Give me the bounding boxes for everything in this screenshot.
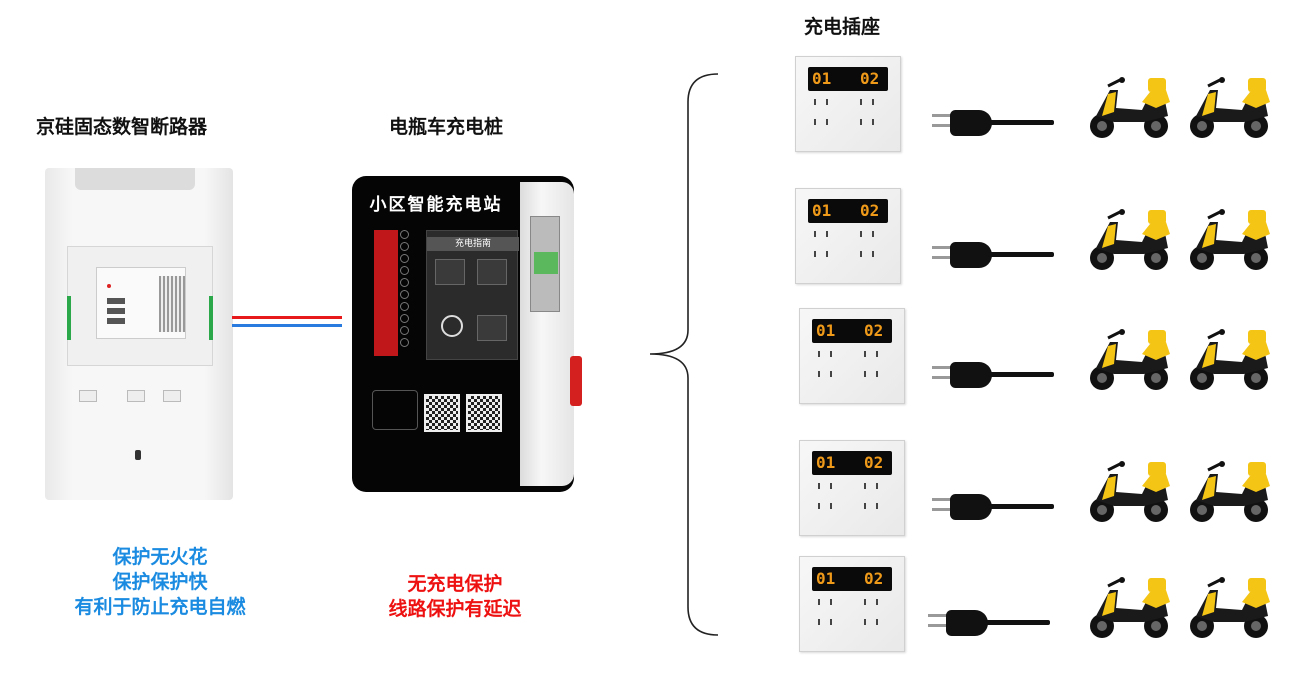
electric-scooter-icon bbox=[1186, 324, 1272, 394]
socket-label-01: 01 bbox=[812, 201, 832, 220]
electric-scooter-icon bbox=[1186, 204, 1272, 274]
power-plug-icon bbox=[924, 602, 1054, 642]
electric-scooter-icon bbox=[1086, 324, 1172, 394]
charging-station-image: 小区智能充电站 充电指南 bbox=[352, 176, 582, 492]
guide-title: 充电指南 bbox=[427, 237, 519, 251]
socket-display: 01 02 bbox=[812, 567, 892, 591]
socket-label-01: 01 bbox=[816, 453, 836, 472]
socket-label-02: 02 bbox=[864, 569, 884, 588]
electric-scooter-icon bbox=[1086, 204, 1172, 274]
power-plug-icon bbox=[928, 234, 1058, 274]
electric-scooter-icon bbox=[1186, 456, 1272, 526]
breaker-benefit-2: 保护保护快 bbox=[112, 571, 208, 593]
breaker-benefit-3: 有利于防止充电自燃 bbox=[74, 596, 246, 618]
charging-socket: 01 02 bbox=[799, 308, 905, 404]
station-drawback-2: 线路保护有延迟 bbox=[388, 598, 522, 620]
socket-label-01: 01 bbox=[816, 321, 836, 340]
station-header: 小区智能充电站 bbox=[369, 195, 503, 215]
charging-socket: 01 02 bbox=[799, 440, 905, 536]
solid-state-breaker-image bbox=[45, 168, 233, 500]
socket-label-02: 02 bbox=[860, 201, 880, 220]
breaker-title: 京硅固态数智断路器 bbox=[36, 116, 208, 138]
socket-label-02: 02 bbox=[864, 453, 884, 472]
power-plug-icon bbox=[928, 354, 1058, 394]
connection-line-blue bbox=[232, 324, 342, 327]
sockets-title: 充电插座 bbox=[804, 16, 881, 38]
station-title: 电瓶车充电桩 bbox=[389, 116, 504, 138]
electric-scooter-icon bbox=[1186, 72, 1272, 142]
electric-scooter-icon bbox=[1086, 72, 1172, 142]
socket-label-02: 02 bbox=[860, 69, 880, 88]
charging-socket: 01 02 bbox=[795, 56, 901, 152]
power-plug-icon bbox=[928, 486, 1058, 526]
electric-scooter-icon bbox=[1086, 572, 1172, 642]
station-drawback-1: 无充电保护 bbox=[407, 573, 503, 595]
breaker-benefit-1: 保护无火花 bbox=[112, 546, 208, 568]
breaker-caption: 保护无火花 保护保护快 有利于防止充电自燃 bbox=[40, 545, 280, 620]
station-caption: 无充电保护 线路保护有延迟 bbox=[340, 572, 570, 622]
socket-display: 01 02 bbox=[812, 451, 892, 475]
charging-socket: 01 02 bbox=[795, 188, 901, 284]
charging-socket: 01 02 bbox=[799, 556, 905, 652]
socket-display: 01 02 bbox=[812, 319, 892, 343]
electric-scooter-icon bbox=[1086, 456, 1172, 526]
brace-connector bbox=[649, 73, 719, 636]
power-plug-icon bbox=[928, 102, 1058, 142]
connection-line-red bbox=[232, 316, 342, 319]
socket-label-01: 01 bbox=[816, 569, 836, 588]
socket-label-02: 02 bbox=[864, 321, 884, 340]
socket-display: 01 02 bbox=[808, 67, 888, 91]
electric-scooter-icon bbox=[1186, 572, 1272, 642]
socket-label-01: 01 bbox=[812, 69, 832, 88]
socket-display: 01 02 bbox=[808, 199, 888, 223]
